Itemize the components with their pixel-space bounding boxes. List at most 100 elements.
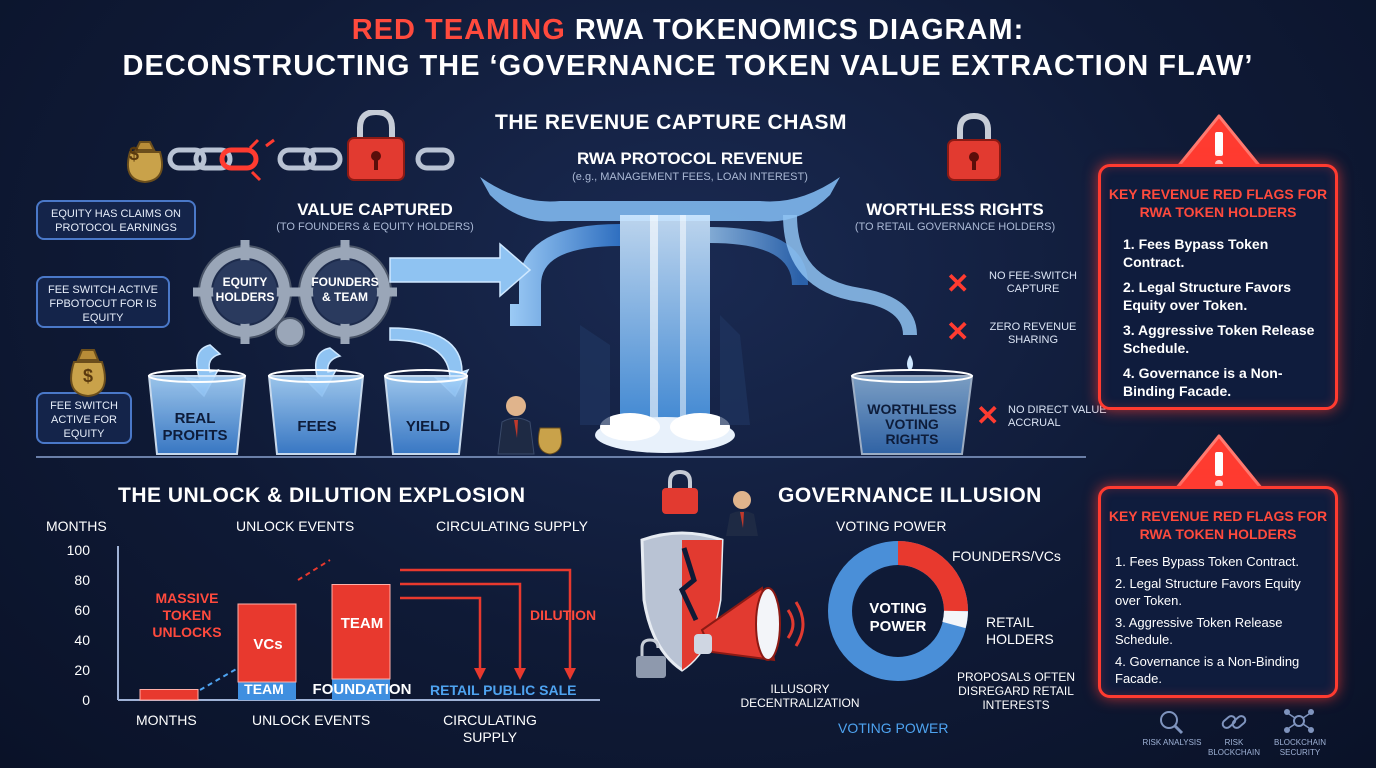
blockchain-network-icon	[1284, 709, 1314, 733]
value-captured-label: VALUE CAPTURED	[297, 200, 453, 219]
unlock-bottom-label-supply: CIRCULATING SUPPLY	[443, 712, 537, 745]
red-flag-item-4: 4. Governance is a Non-Binding Facade.	[1123, 365, 1283, 399]
x-item-zero-revenue: ZERO REVENUE SHARING	[989, 321, 1077, 346]
chart-y-tick-label: 60	[74, 602, 90, 618]
x-mark-icon: ✕	[976, 400, 1000, 431]
massive-unlocks-label: MASSIVE TOKEN UNLOCKS	[152, 590, 222, 640]
x-item-fee-switch: NO FEE-SWITCH CAPTURE	[989, 270, 1077, 295]
revenue-source-label: RWA PROTOCOL REVENUE	[576, 149, 804, 168]
chart-y-tick-label: 20	[74, 662, 90, 678]
chart-bar	[332, 679, 390, 700]
chart-dilution-arrow	[400, 568, 572, 670]
retail-bucket-label: WORTHLESS VOTING RIGHTS	[867, 401, 957, 447]
chart-y-tick-label: 100	[67, 542, 91, 558]
revenue-heading: THE REVENUE CAPTURE CHASM	[495, 111, 848, 134]
chart-dilution-arrowhead	[514, 668, 526, 680]
x-mark-icon: ✕	[946, 316, 970, 347]
money-bag-icon	[126, 141, 164, 184]
governance-top-label: VOTING POWER	[836, 518, 947, 534]
risk-analysis-icon	[1160, 711, 1184, 735]
fee-switch-bubble-2: FEE SWITCH ACTIVE FOR EQUITY	[36, 392, 132, 444]
governance-bottom-label: VOTING POWER	[838, 720, 949, 736]
padlock-icon	[947, 112, 1001, 181]
money-bag-icon	[70, 349, 106, 398]
red-flag-item-3: 3. Aggressive Token Release Schedule.	[1115, 615, 1283, 647]
dilution-label: DILUTION	[530, 607, 597, 623]
chart-y-tick-label: 80	[74, 572, 90, 588]
bucket-label-yield: YIELD	[405, 418, 451, 435]
page-title-line1: RED TEAMING RWA TOKENOMICS DIAGRAM:	[0, 14, 1376, 47]
retail-pipe-illustration	[783, 214, 917, 371]
padlock-icon	[347, 110, 405, 181]
proposals-disregard-label: PROPOSALS OFTEN DISREGARD RETAIL INTERES…	[956, 670, 1076, 712]
chart-bar-label: VCs	[253, 636, 282, 653]
red-flags-title-1: KEY REVENUE RED FLAGS FOR RWA TOKEN HOLD…	[1108, 186, 1328, 220]
illusory-decentralization-label: ILLUSORY DECENTRALIZATION	[740, 682, 860, 710]
footer-label-blockchain-security: BLOCKCHAIN SECURITY	[1273, 738, 1326, 757]
value-captured-sub: (TO FOUNDERS & EQUITY HOLDERS)	[276, 221, 474, 233]
red-flag-item-4: 4. Governance is a Non-Binding Facade.	[1115, 654, 1300, 686]
unlock-top-label-months: MONTHS	[46, 518, 107, 534]
gears-illustration	[193, 240, 397, 347]
chart-dilution-arrow	[400, 596, 482, 670]
megaphone-icon	[694, 586, 805, 662]
voting-power-donut	[828, 541, 968, 681]
money-bag-symbol: $	[82, 366, 93, 386]
governance-heading: GOVERNANCE ILLUSION	[778, 484, 1042, 507]
worthless-rights-label: WORTHLESS RIGHTS	[866, 200, 1044, 219]
equity-claims-bubble: EQUITY HAS CLAIMS ON PROTOCOL EARNINGS	[36, 200, 196, 240]
bucket-label-profits: REAL PROFITS	[162, 410, 228, 444]
title-rest-part: RWA TOKENOMICS DIAGRAM:	[574, 14, 1025, 46]
title-red-part: RED TEAMING	[351, 14, 566, 46]
red-flags-box-2: KEY REVENUE RED FLAGS FOR RWA TOKEN HOLD…	[1098, 486, 1338, 698]
unlock-bottom-label-events: UNLOCK EVENTS	[252, 712, 371, 728]
chart-growth-arrow	[199, 667, 239, 691]
chart-growth-arrow	[297, 559, 331, 581]
page-title-line2: DECONSTRUCTING THE ‘GOVERNANCE TOKEN VAL…	[122, 50, 1254, 82]
chart-dilution-arrowhead	[564, 668, 576, 680]
waterfall-illustration	[480, 177, 840, 453]
red-flag-item-1: 1. Fees Bypass Token Contract.	[1115, 554, 1300, 569]
red-flag-item-1: 1. Fees Bypass Token Contract.	[1123, 236, 1269, 270]
chain-link-icon	[1221, 715, 1247, 729]
chart-bar	[139, 689, 199, 701]
businessman-icon	[497, 396, 563, 455]
red-flag-item-2: 2. Legal Structure Favors Equity over To…	[1123, 279, 1292, 313]
chart-dilution-arrow	[400, 582, 522, 670]
x-mark-icon: ✕	[946, 268, 970, 299]
unlocked-padlock-icon	[636, 638, 666, 678]
founders-vcs-label: FOUNDERS/VCs	[952, 548, 1061, 564]
bucket-label-fees: FEES	[297, 418, 337, 435]
chart-bar-label: TEAM	[244, 681, 284, 697]
revenue-source-sub: (e.g., MANAGEMENT FEES, LOAN INTEREST)	[572, 171, 808, 183]
gear-label-equity: EQUITY HOLDERS	[215, 275, 275, 304]
red-flags-box-1: KEY REVENUE RED FLAGS FOR RWA TOKEN HOLD…	[1098, 164, 1338, 410]
padlock-icon	[662, 470, 698, 514]
footer-label-risk-blockchain: RISK BLOCKCHAIN	[1207, 738, 1260, 757]
unlock-heading: THE UNLOCK & DILUTION EXPLOSION	[118, 484, 526, 507]
chart-y-tick-label: 40	[74, 632, 90, 648]
red-flag-item-3: 3. Aggressive Token Release Schedule.	[1123, 322, 1315, 356]
donut-center-label: VOTING POWER	[869, 600, 927, 635]
businessman-icon	[726, 491, 758, 536]
chart-dilution-arrowhead	[474, 668, 486, 680]
buckets-illustration	[147, 369, 469, 455]
unlock-bottom-label-months: MONTHS	[136, 712, 197, 728]
fee-switch-bubble-1: FEE SWITCH ACTIVE FPBOTOCUT FOR IS EQUIT…	[36, 276, 170, 328]
red-flag-item-2: 2. Legal Structure Favors Equity over To…	[1115, 576, 1301, 608]
shield-megaphone-illustration	[636, 470, 805, 678]
chart-bar-label: FOUNDATION	[313, 681, 412, 698]
gear-label-founders: FOUNDERS & TEAM	[311, 275, 379, 304]
red-flags-title-2: KEY REVENUE RED FLAGS FOR RWA TOKEN HOLD…	[1108, 508, 1328, 542]
money-bag-symbol: $	[128, 144, 139, 164]
chart-bar	[331, 584, 391, 680]
retail-sale-label: RETAIL PUBLIC SALE	[430, 682, 577, 698]
chart-y-tick-label: 0	[82, 692, 90, 708]
unlock-top-label-supply: CIRCULATING SUPPLY	[436, 518, 588, 534]
footer-label-risk-analysis: RISK ANALYSIS	[1142, 738, 1202, 747]
chart-bar	[237, 603, 297, 683]
broken-chain-illustration	[126, 110, 455, 184]
retail-bucket-illustration	[850, 369, 974, 455]
worthless-rights-sub: (TO RETAIL GOVERNANCE HOLDERS)	[854, 221, 1056, 233]
